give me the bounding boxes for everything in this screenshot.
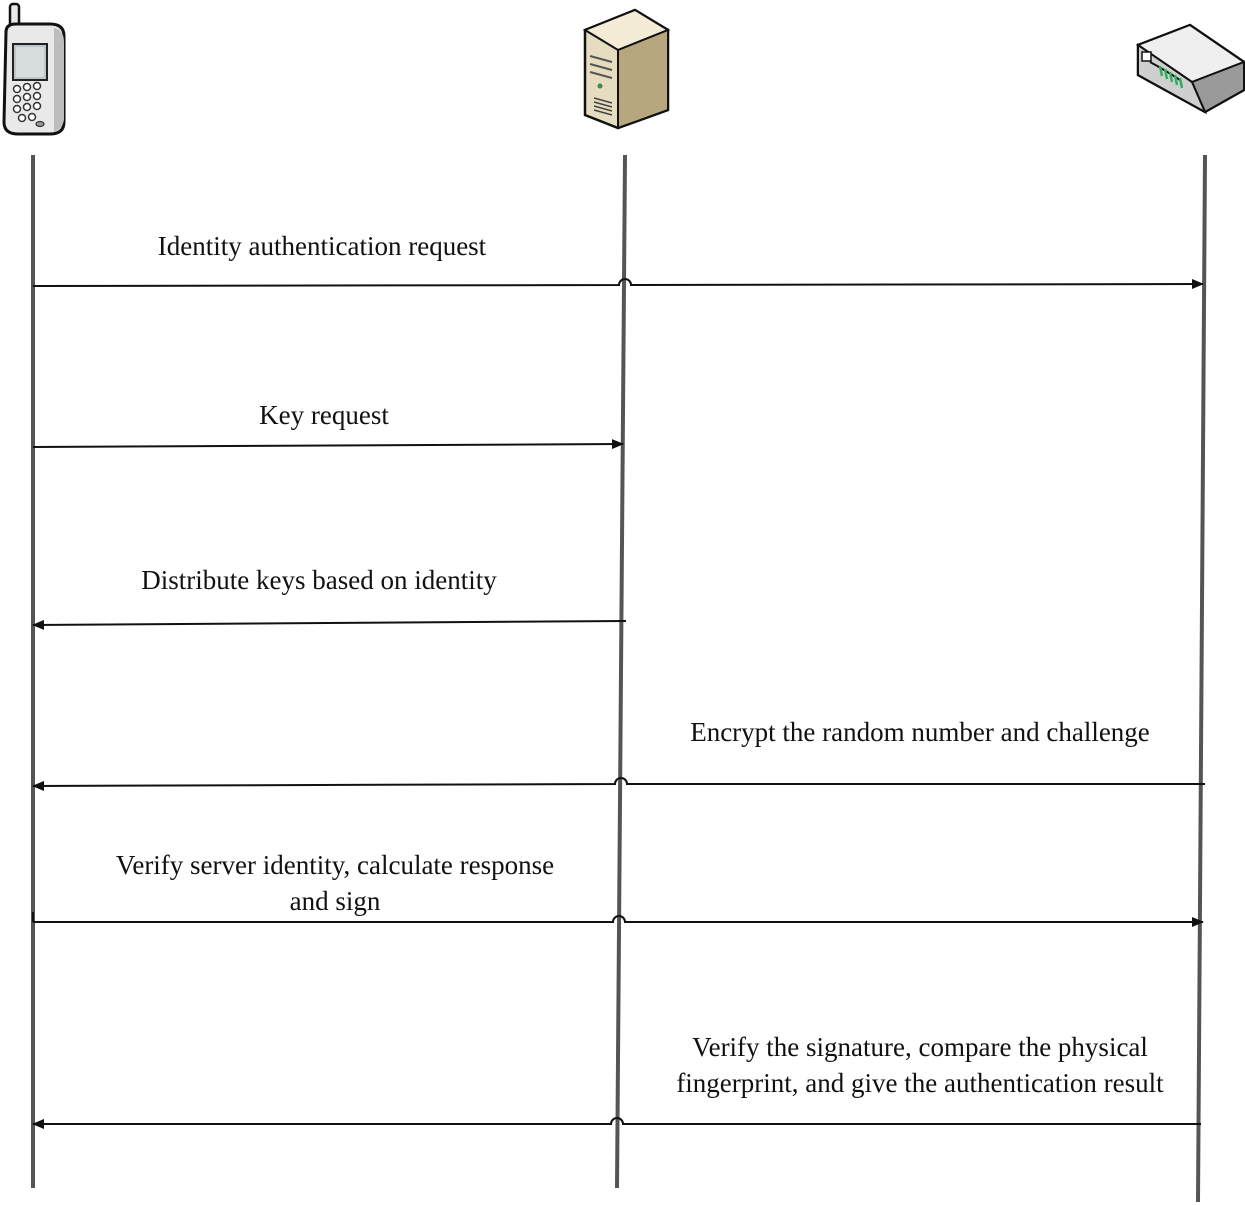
mobile-phone-icon: [2, 2, 66, 136]
message-label-distribute-keys: Distribute keys based on identity: [141, 565, 497, 595]
message-label-key-request: Key request: [259, 400, 389, 430]
message-arrow-key-request: [32, 439, 624, 450]
message-arrow-identity-request: [32, 278, 1204, 290]
message-arrow-distribute-keys: [32, 619, 627, 630]
server-tower-icon: [582, 8, 671, 130]
message-label-verify-signature: Verify the signature, compare the physic…: [676, 1032, 1164, 1098]
message-arrow-verify-server: [33, 915, 1204, 927]
network-device-icon: [1135, 23, 1245, 115]
lifeline-device: [1196, 154, 1207, 1203]
message-label-verify-server: Verify server identity, calculate respon…: [115, 850, 555, 916]
message-label-encrypt-challenge: Encrypt the random number and challenge: [690, 717, 1150, 747]
message-label-identity-request: Identity authentication request: [157, 231, 487, 261]
message-arrow-encrypt-challenge: [32, 777, 1205, 791]
lifeline-server: [615, 154, 627, 1189]
message-arrow-verify-signature: [32, 1117, 1201, 1129]
